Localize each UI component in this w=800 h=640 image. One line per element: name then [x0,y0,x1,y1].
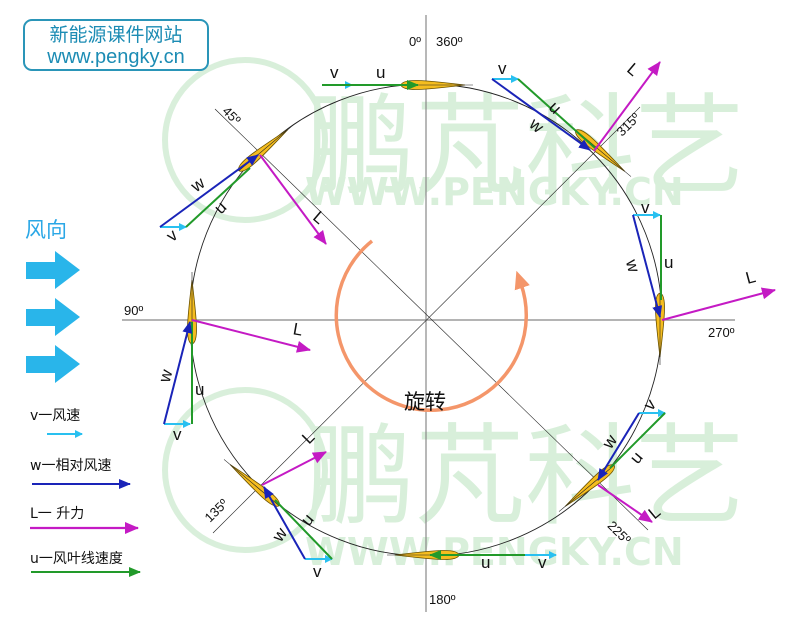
legend-arrows [30,430,141,577]
watermark: 鹏芃科艺 WWW.PENGKY.CN 鹏芃科艺 WWW.PENGKY.CN [162,57,745,574]
svg-text:WWW.PENGKY.CN: WWW.PENGKY.CN [305,530,684,574]
legend-w: w一相对风速 [30,458,112,474]
angle-90: 90º [124,303,144,318]
label-v: v [498,59,507,78]
angle-0: 0º [409,34,421,49]
label-v: v [173,425,182,444]
rotation-arrow [334,239,530,412]
label-v: v [641,198,650,217]
svg-text:鹏芃科艺: 鹏芃科艺 [305,413,745,541]
label-v: v [538,553,547,572]
svg-text:鹏芃科艺: 鹏芃科艺 [305,83,745,211]
angle-180: 180º [429,592,456,607]
logo-url: www.pengky.cn [47,46,185,68]
label-u: u [195,380,205,399]
logo-title: 新能源课件网站 [49,24,183,46]
legend-L: L一 升力 [30,506,85,522]
label-v: v [313,562,322,581]
angle-270: 270º [708,325,735,340]
label-u: u [481,553,491,572]
site-logo: 新能源课件网站 www.pengky.cn [23,19,209,71]
svg-text:WWW.PENGKY.CN: WWW.PENGKY.CN [305,170,684,214]
label-u: u [376,63,386,82]
legend-u: u一风叶线速度 [30,551,123,567]
wind-direction-label: 风向 [25,218,67,242]
wind-arrows [26,251,80,383]
label-u: u [664,253,674,272]
angle-360: 360º [436,34,463,49]
legend-v: v一风速 [30,408,81,424]
rotation-label: 旋转 [404,390,446,414]
label-v: v [330,63,339,82]
